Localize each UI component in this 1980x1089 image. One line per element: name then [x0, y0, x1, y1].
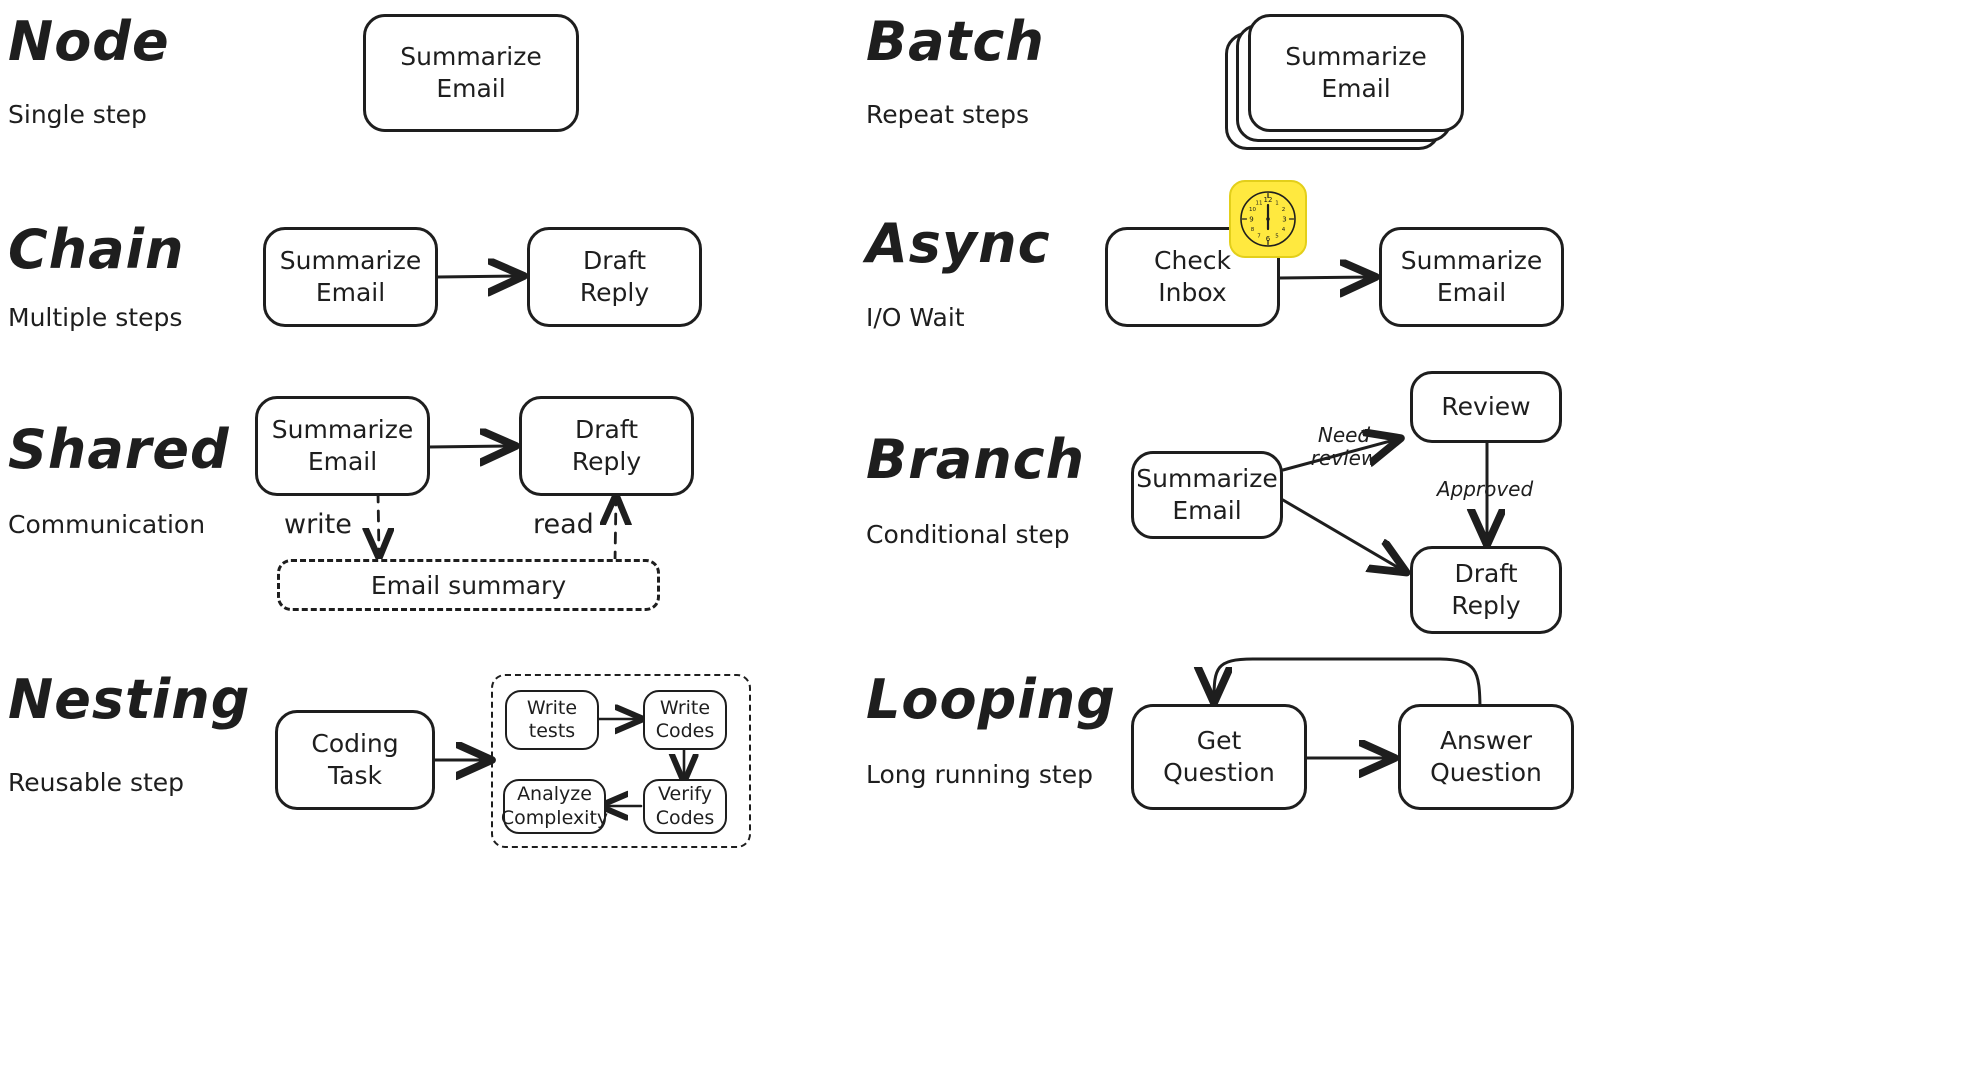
shared-store-email-summary[interactable]: Email summary	[277, 559, 660, 611]
svg-text:3: 3	[1282, 216, 1286, 224]
branch-edge-label-approved: Approved	[1436, 477, 1534, 501]
svg-text:8: 8	[1251, 227, 1255, 233]
svg-text:12: 12	[1264, 196, 1273, 204]
pattern-subtitle-batch: Repeat steps	[866, 100, 1030, 129]
edge-looping-back	[1214, 657, 1482, 714]
edge-shared-read	[615, 497, 616, 564]
pattern-title-chain: Chain	[8, 218, 185, 281]
svg-text:6: 6	[1266, 235, 1271, 243]
shared-edge-label-write: write	[284, 509, 352, 540]
pattern-title-batch: Batch	[866, 10, 1045, 73]
pattern-subtitle-node: Single step	[8, 100, 147, 129]
svg-text:7: 7	[1257, 234, 1261, 240]
pattern-title-async: Async	[866, 212, 1051, 275]
pattern-subtitle-nesting: Reusable step	[8, 768, 185, 797]
edge-branch-direct	[1281, 498, 1404, 571]
edge-branch-need-review	[1281, 439, 1398, 472]
edge-shared-write	[378, 490, 379, 556]
pattern-title-looping: Looping	[866, 668, 1116, 731]
svg-text:10: 10	[1249, 207, 1256, 213]
pattern-title-node: Node	[8, 10, 170, 73]
svg-text:9: 9	[1249, 216, 1253, 224]
svg-text:11: 11	[1256, 201, 1263, 207]
svg-text:1: 1	[1275, 201, 1279, 207]
pattern-subtitle-chain: Multiple steps	[8, 303, 183, 332]
pattern-subtitle-looping: Long running step	[866, 760, 1093, 789]
edge-chain-1	[435, 276, 521, 277]
svg-text:2: 2	[1282, 207, 1286, 213]
pattern-title-branch: Branch	[866, 428, 1086, 491]
branch-node-review[interactable]: Review	[1410, 371, 1562, 443]
pattern-title-shared: Shared	[8, 418, 230, 481]
svg-text:4: 4	[1282, 227, 1286, 233]
pattern-subtitle-async: I/O Wait	[866, 303, 965, 332]
shared-edge-label-read: read	[533, 509, 594, 540]
node-label: Review	[1441, 392, 1531, 421]
clock-icon: 12 3 6 9 1 2 4 5 7 8 10 11	[1229, 180, 1307, 258]
store-label: Email summary	[370, 570, 567, 600]
pattern-subtitle-branch: Conditional step	[866, 520, 1070, 549]
edge-async-1	[1277, 277, 1373, 278]
edge-shared-1	[426, 446, 513, 447]
svg-text:5: 5	[1275, 234, 1279, 240]
nesting-subflow-group	[491, 674, 751, 848]
pattern-title-nesting: Nesting	[8, 668, 251, 731]
pattern-subtitle-shared: Communication	[8, 510, 206, 539]
